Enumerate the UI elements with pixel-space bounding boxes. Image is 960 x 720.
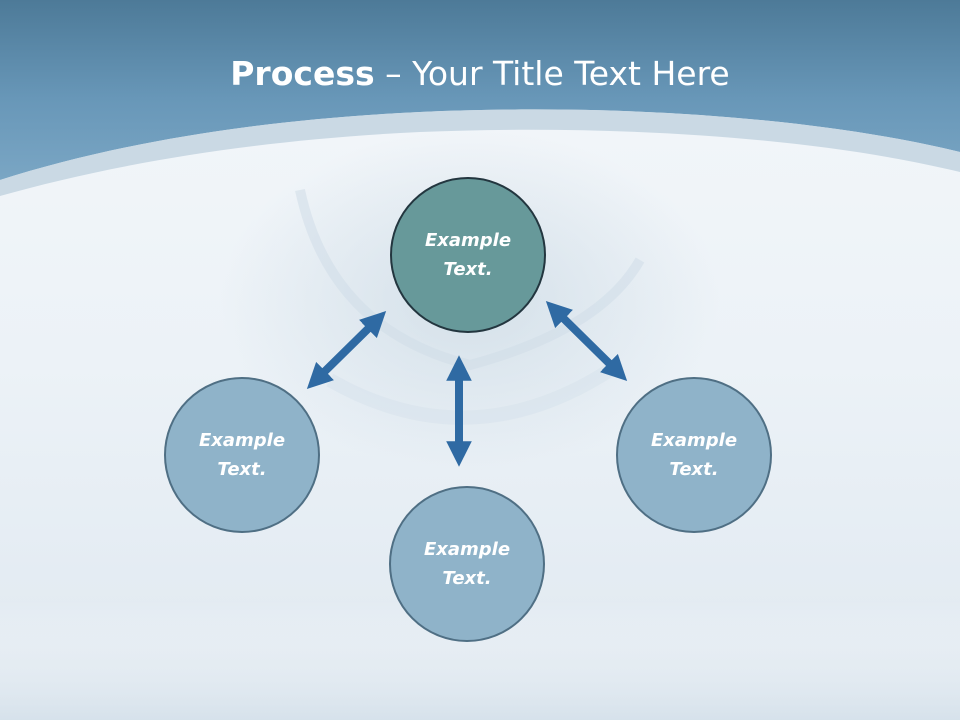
process-node-top-text: Example Text. bbox=[424, 230, 512, 280]
process-node-left-text: Example Text. bbox=[198, 430, 286, 480]
process-node-right: Example Text. bbox=[616, 377, 772, 533]
title-bold-part: Process bbox=[230, 54, 375, 93]
process-node-bottom: Example Text. bbox=[389, 486, 545, 642]
process-node-left: Example Text. bbox=[164, 377, 320, 533]
header-band bbox=[0, 0, 960, 180]
process-node-bottom-text: Example Text. bbox=[423, 539, 511, 589]
process-node-right-text: Example Text. bbox=[650, 430, 738, 480]
header-swoosh bbox=[0, 109, 960, 196]
title-rest-part: – Your Title Text Here bbox=[374, 54, 730, 93]
slide-title: Process – Your Title Text Here bbox=[0, 52, 960, 96]
process-node-top: Example Text. bbox=[390, 177, 546, 333]
